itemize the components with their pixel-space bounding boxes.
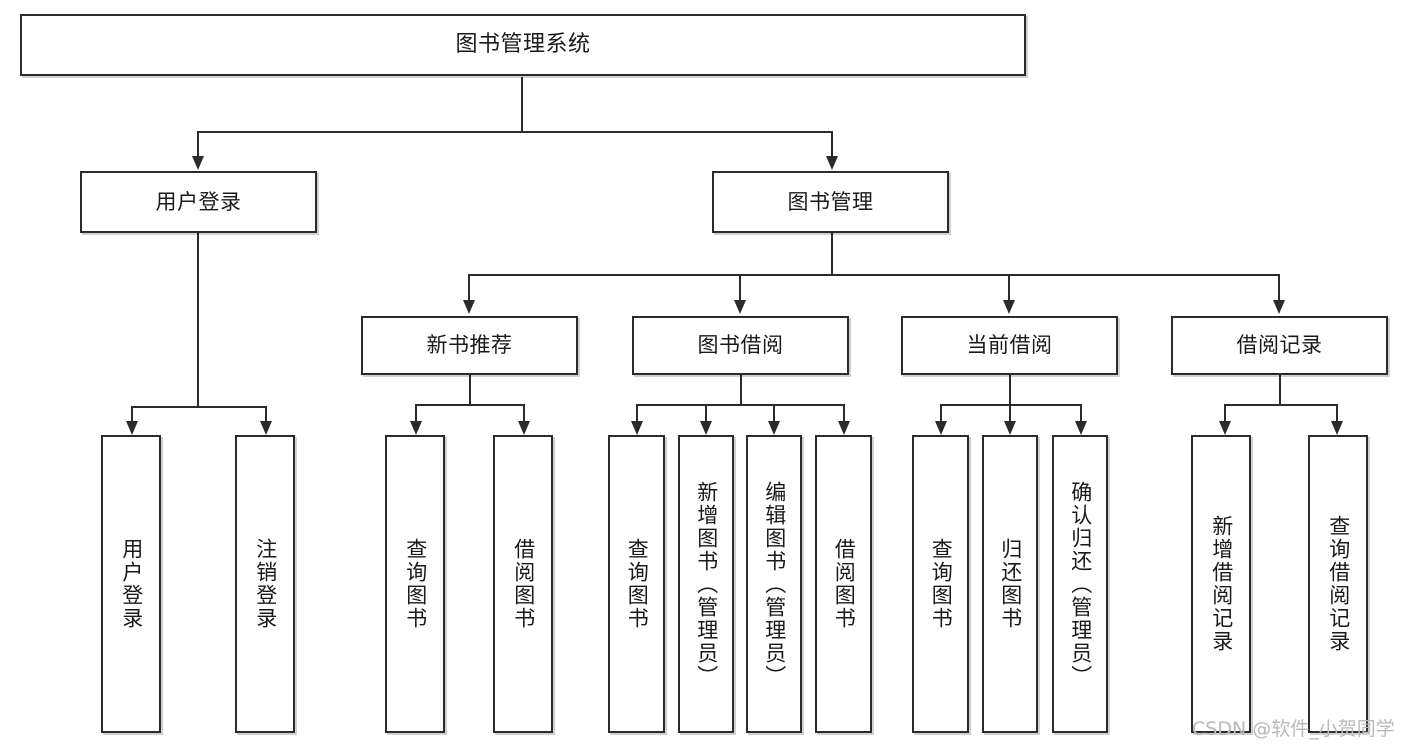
node-book-borrow[interactable]: 图书借阅 xyxy=(632,316,849,375)
arrowhead-leaf-add-record xyxy=(1219,421,1231,435)
node-leaf-query-book-2[interactable]: 查询图书 xyxy=(608,435,665,733)
node-user-login[interactable]: 用户登录 xyxy=(80,171,317,233)
arrowhead-leaf-add-book xyxy=(700,421,712,435)
edge-currentborrow-drop-2 xyxy=(1009,404,1011,421)
edge-currentborrow-drop-3 xyxy=(1080,404,1082,421)
edge-borrowrecord-bus xyxy=(1224,404,1338,406)
edge-currentborrow-stem xyxy=(1009,375,1011,405)
node-leaf-query-book-3[interactable]: 查询图书 xyxy=(912,435,969,733)
edge-userlogin-drop-1 xyxy=(131,406,133,421)
node-leaf-query-book-1[interactable]: 查询图书 xyxy=(385,435,445,733)
node-borrow-record[interactable]: 借阅记录 xyxy=(1171,316,1388,375)
node-label: 借阅图书 xyxy=(832,538,857,630)
node-leaf-borrow-book-2[interactable]: 借阅图书 xyxy=(815,435,872,733)
arrowhead-new-book-recommend xyxy=(463,300,475,314)
node-new-book-recommend[interactable]: 新书推荐 xyxy=(361,316,578,375)
node-label: 查询图书 xyxy=(625,538,650,630)
node-label: 新增图书（管理员） xyxy=(694,480,719,688)
node-label: 新书推荐 xyxy=(426,333,513,358)
node-label: 用户登录 xyxy=(155,189,242,214)
arrowhead-leaf-confirm-return xyxy=(1075,421,1087,435)
edge-level3-bus xyxy=(468,274,1280,276)
edge-bookborrow-drop-3 xyxy=(773,404,775,421)
arrowhead-user-login xyxy=(192,156,204,170)
arrowhead-book-borrow xyxy=(734,300,746,314)
node-label: 查询图书 xyxy=(403,538,428,630)
edge-currentborrow-bus xyxy=(940,404,1082,406)
node-leaf-user-login[interactable]: 用户登录 xyxy=(101,435,161,733)
node-label: 确认归还（管理员） xyxy=(1068,480,1093,688)
node-label: 借阅图书 xyxy=(511,538,536,630)
edge-newbook-bus xyxy=(415,404,525,406)
arrowhead-leaf-user-login xyxy=(126,421,138,435)
node-label: 图书管理 xyxy=(787,189,874,214)
node-root-system[interactable]: 图书管理系统 xyxy=(20,14,1026,76)
edge-root-stem xyxy=(521,77,523,132)
edge-userlogin-stem xyxy=(197,233,199,407)
node-leaf-user-logout[interactable]: 注销登录 xyxy=(235,435,295,733)
arrowhead-current-borrow xyxy=(1003,300,1015,314)
arrowhead-leaf-query-book-2 xyxy=(631,421,643,435)
edge-borrowrecord-stem xyxy=(1279,375,1281,405)
node-label: 新增借阅记录 xyxy=(1209,515,1234,653)
arrowhead-borrow-record xyxy=(1273,300,1285,314)
arrowhead-leaf-borrow-book-1 xyxy=(518,421,530,435)
edge-level2-bus xyxy=(197,131,833,133)
edge-level3-drop-3 xyxy=(1008,274,1010,302)
node-leaf-add-record[interactable]: 新增借阅记录 xyxy=(1191,435,1251,733)
node-label: 图书管理系统 xyxy=(455,31,591,57)
arrowhead-leaf-query-book-3 xyxy=(935,421,947,435)
node-label: 查询借阅记录 xyxy=(1326,515,1351,653)
node-current-borrow[interactable]: 当前借阅 xyxy=(901,316,1118,375)
arrowhead-leaf-borrow-book-2 xyxy=(838,421,850,435)
edge-bookborrow-bus xyxy=(636,404,845,406)
edge-bookmanage-stem xyxy=(831,233,833,275)
edge-borrowrecord-drop-1 xyxy=(1224,404,1226,421)
node-label: 图书借阅 xyxy=(697,333,784,358)
edge-level2-drop-book xyxy=(831,131,833,156)
arrowhead-leaf-query-book-1 xyxy=(410,421,422,435)
node-label: 查询图书 xyxy=(929,538,954,630)
node-leaf-confirm-return[interactable]: 确认归还（管理员） xyxy=(1052,435,1108,733)
edge-borrowrecord-drop-2 xyxy=(1336,404,1338,421)
edge-newbook-drop-1 xyxy=(415,404,417,421)
node-label: 用户登录 xyxy=(119,538,144,630)
edge-level3-drop-1 xyxy=(468,274,470,302)
arrowhead-leaf-user-logout xyxy=(260,421,272,435)
edge-level2-drop-user xyxy=(197,131,199,156)
arrowhead-leaf-return-book xyxy=(1004,421,1016,435)
edge-bookborrow-drop-2 xyxy=(705,404,707,421)
edge-newbook-drop-2 xyxy=(523,404,525,421)
node-label: 注销登录 xyxy=(253,538,278,630)
node-leaf-edit-book[interactable]: 编辑图书（管理员） xyxy=(746,435,802,733)
arrowhead-leaf-edit-book xyxy=(768,421,780,435)
node-leaf-borrow-book-1[interactable]: 借阅图书 xyxy=(493,435,553,733)
node-label: 借阅记录 xyxy=(1236,333,1323,358)
edge-level3-drop-2 xyxy=(739,274,741,302)
edge-bookborrow-drop-4 xyxy=(843,404,845,421)
arrowhead-book-manage xyxy=(826,156,838,170)
edge-bookborrow-drop-1 xyxy=(636,404,638,421)
edge-level3-drop-4 xyxy=(1278,274,1280,302)
node-label: 编辑图书（管理员） xyxy=(762,480,787,688)
arrowhead-leaf-query-record xyxy=(1331,421,1343,435)
watermark-text: CSDN @软件_小贺同学 xyxy=(1192,718,1395,740)
node-label: 归还图书 xyxy=(998,538,1023,630)
node-book-manage[interactable]: 图书管理 xyxy=(712,171,949,233)
node-leaf-return-book[interactable]: 归还图书 xyxy=(982,435,1038,733)
node-leaf-add-book[interactable]: 新增图书（管理员） xyxy=(678,435,734,733)
node-leaf-query-record[interactable]: 查询借阅记录 xyxy=(1308,435,1368,733)
edge-userlogin-drop-2 xyxy=(265,406,267,421)
node-label: 当前借阅 xyxy=(966,333,1053,358)
edge-bookborrow-stem xyxy=(740,375,742,405)
edge-userlogin-bus xyxy=(131,406,267,408)
edge-newbook-stem xyxy=(469,375,471,405)
edge-currentborrow-drop-1 xyxy=(940,404,942,421)
